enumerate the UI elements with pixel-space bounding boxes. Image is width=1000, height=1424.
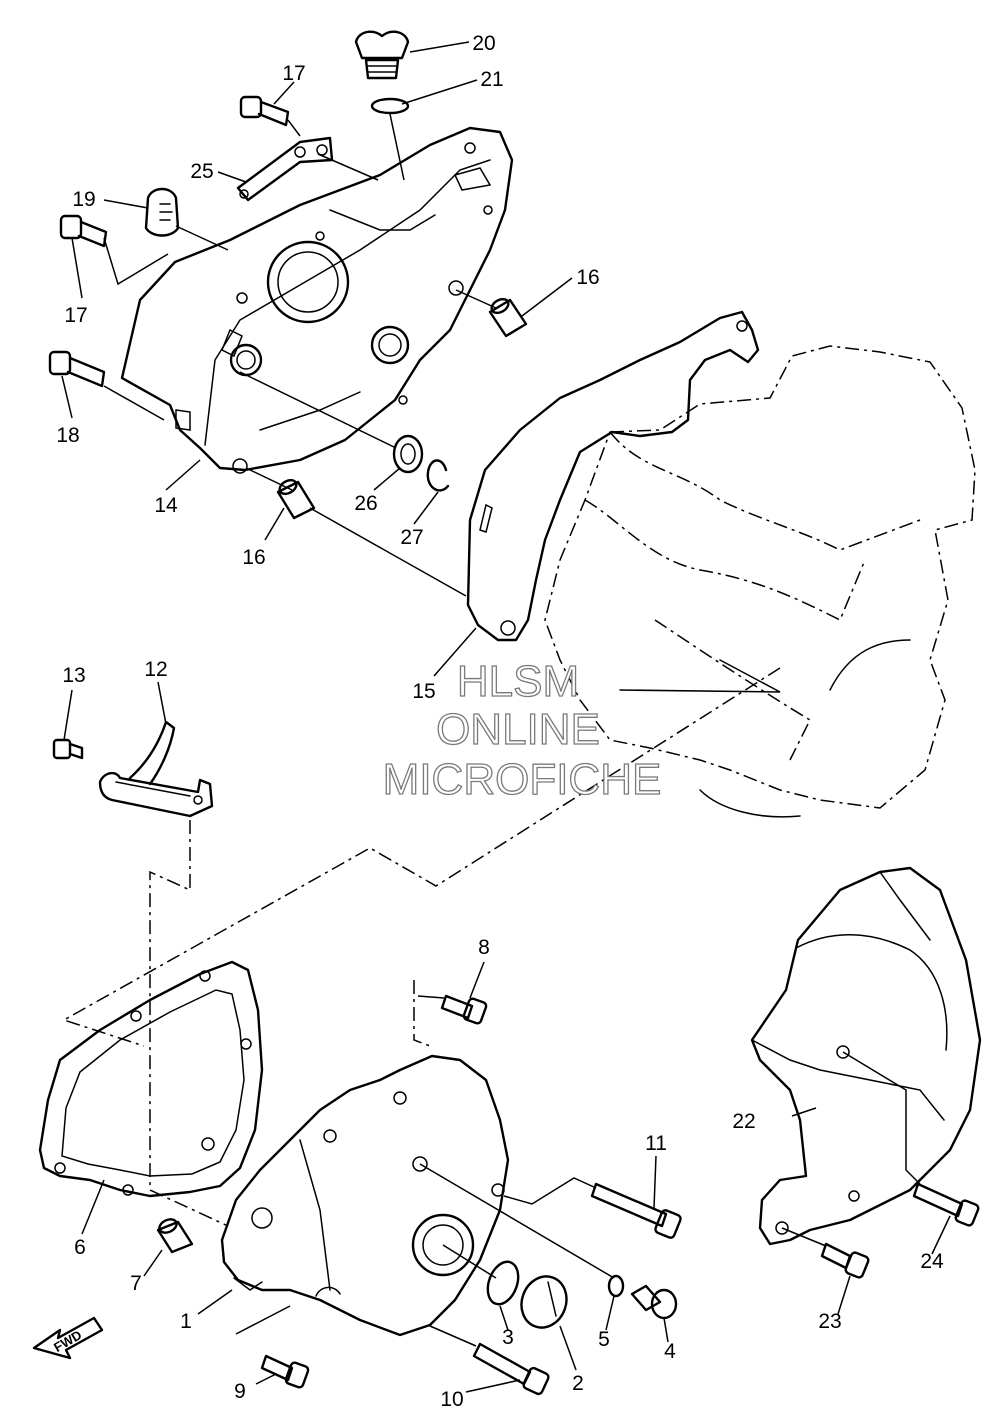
bolt-17-left [59,214,108,248]
bolt-10 [472,1342,550,1396]
part-label-8: 8 [478,936,490,959]
gasket-6 [38,960,264,1198]
bolt-24 [912,1182,980,1227]
part-label-2: 2 [572,1372,584,1395]
part-label-17-top: 17 [282,62,305,85]
dowel-pin-16-bottom [276,478,316,520]
plug-2 [520,1275,568,1329]
cover-22 [750,866,982,1246]
bolt-8 [440,994,488,1025]
part-label-27: 27 [400,526,423,549]
bolt-17-top [239,95,290,127]
forward-direction-arrow: FWD [32,1316,104,1360]
part-label-25: 25 [190,160,213,183]
part-label-20: 20 [472,32,495,55]
part-label-16-top: 16 [576,266,599,289]
o-ring-3 [486,1260,520,1306]
bolt-11 [590,1182,682,1239]
watermark-line-3: MICROFICHE [383,755,662,804]
gasket-15 [466,310,760,642]
part-label-9: 9 [234,1380,246,1403]
part-label-18: 18 [56,424,79,447]
breather-joint-19 [144,187,180,237]
assembly-lines [62,667,781,1227]
part-label-6: 6 [74,1236,86,1259]
part-label-26: 26 [354,492,377,515]
part-labels: 1 2 3 4 5 6 7 8 9 10 11 12 13 14 15 16 1… [56,32,944,1411]
crankcase-outline [544,345,976,818]
part-label-24: 24 [920,1250,944,1273]
circlip-27 [426,459,450,492]
dowel-pin-16-top [488,297,528,338]
part-label-11: 11 [645,1132,667,1155]
guide-12 [98,720,214,818]
crankcase-cover-1 [220,1054,510,1337]
part-label-22: 22 [732,1110,755,1133]
plate-25 [236,136,334,202]
watermark-line-2: ONLINE [436,705,600,754]
leader-lines-lower [63,681,951,1393]
part-label-12: 12 [144,658,167,681]
bolt-9 [260,1354,310,1389]
part-label-17-left: 17 [64,304,87,327]
part-label-23: 23 [818,1310,841,1333]
watermark: HLSM ONLINE MICROFICHE [382,656,662,804]
part-label-4: 4 [664,1340,676,1363]
o-ring-5 [607,1274,625,1298]
oil-filler-plug-20 [354,30,410,80]
leader-lines-upper [61,41,573,677]
watermark-line-1: HLSM [457,657,579,706]
part-label-15: 15 [412,680,435,703]
part-label-13: 13 [62,664,85,687]
crankcase-cover-14 [120,126,514,474]
part-label-5: 5 [598,1328,610,1351]
part-label-1: 1 [180,1310,192,1333]
part-label-16-bottom: 16 [242,546,265,569]
bolt-18 [48,350,106,388]
plug-4 [630,1284,678,1320]
screw-13 [52,738,84,760]
part-label-19: 19 [72,188,95,211]
o-ring-21 [370,97,410,115]
part-label-10: 10 [440,1388,463,1411]
part-label-7: 7 [130,1272,142,1295]
part-label-3: 3 [502,1326,514,1349]
bolt-23 [820,1242,870,1279]
part-label-14: 14 [154,494,178,517]
part-label-21: 21 [480,68,503,91]
oil-seal-26 [392,434,424,474]
dowel-pin-7 [156,1218,194,1254]
